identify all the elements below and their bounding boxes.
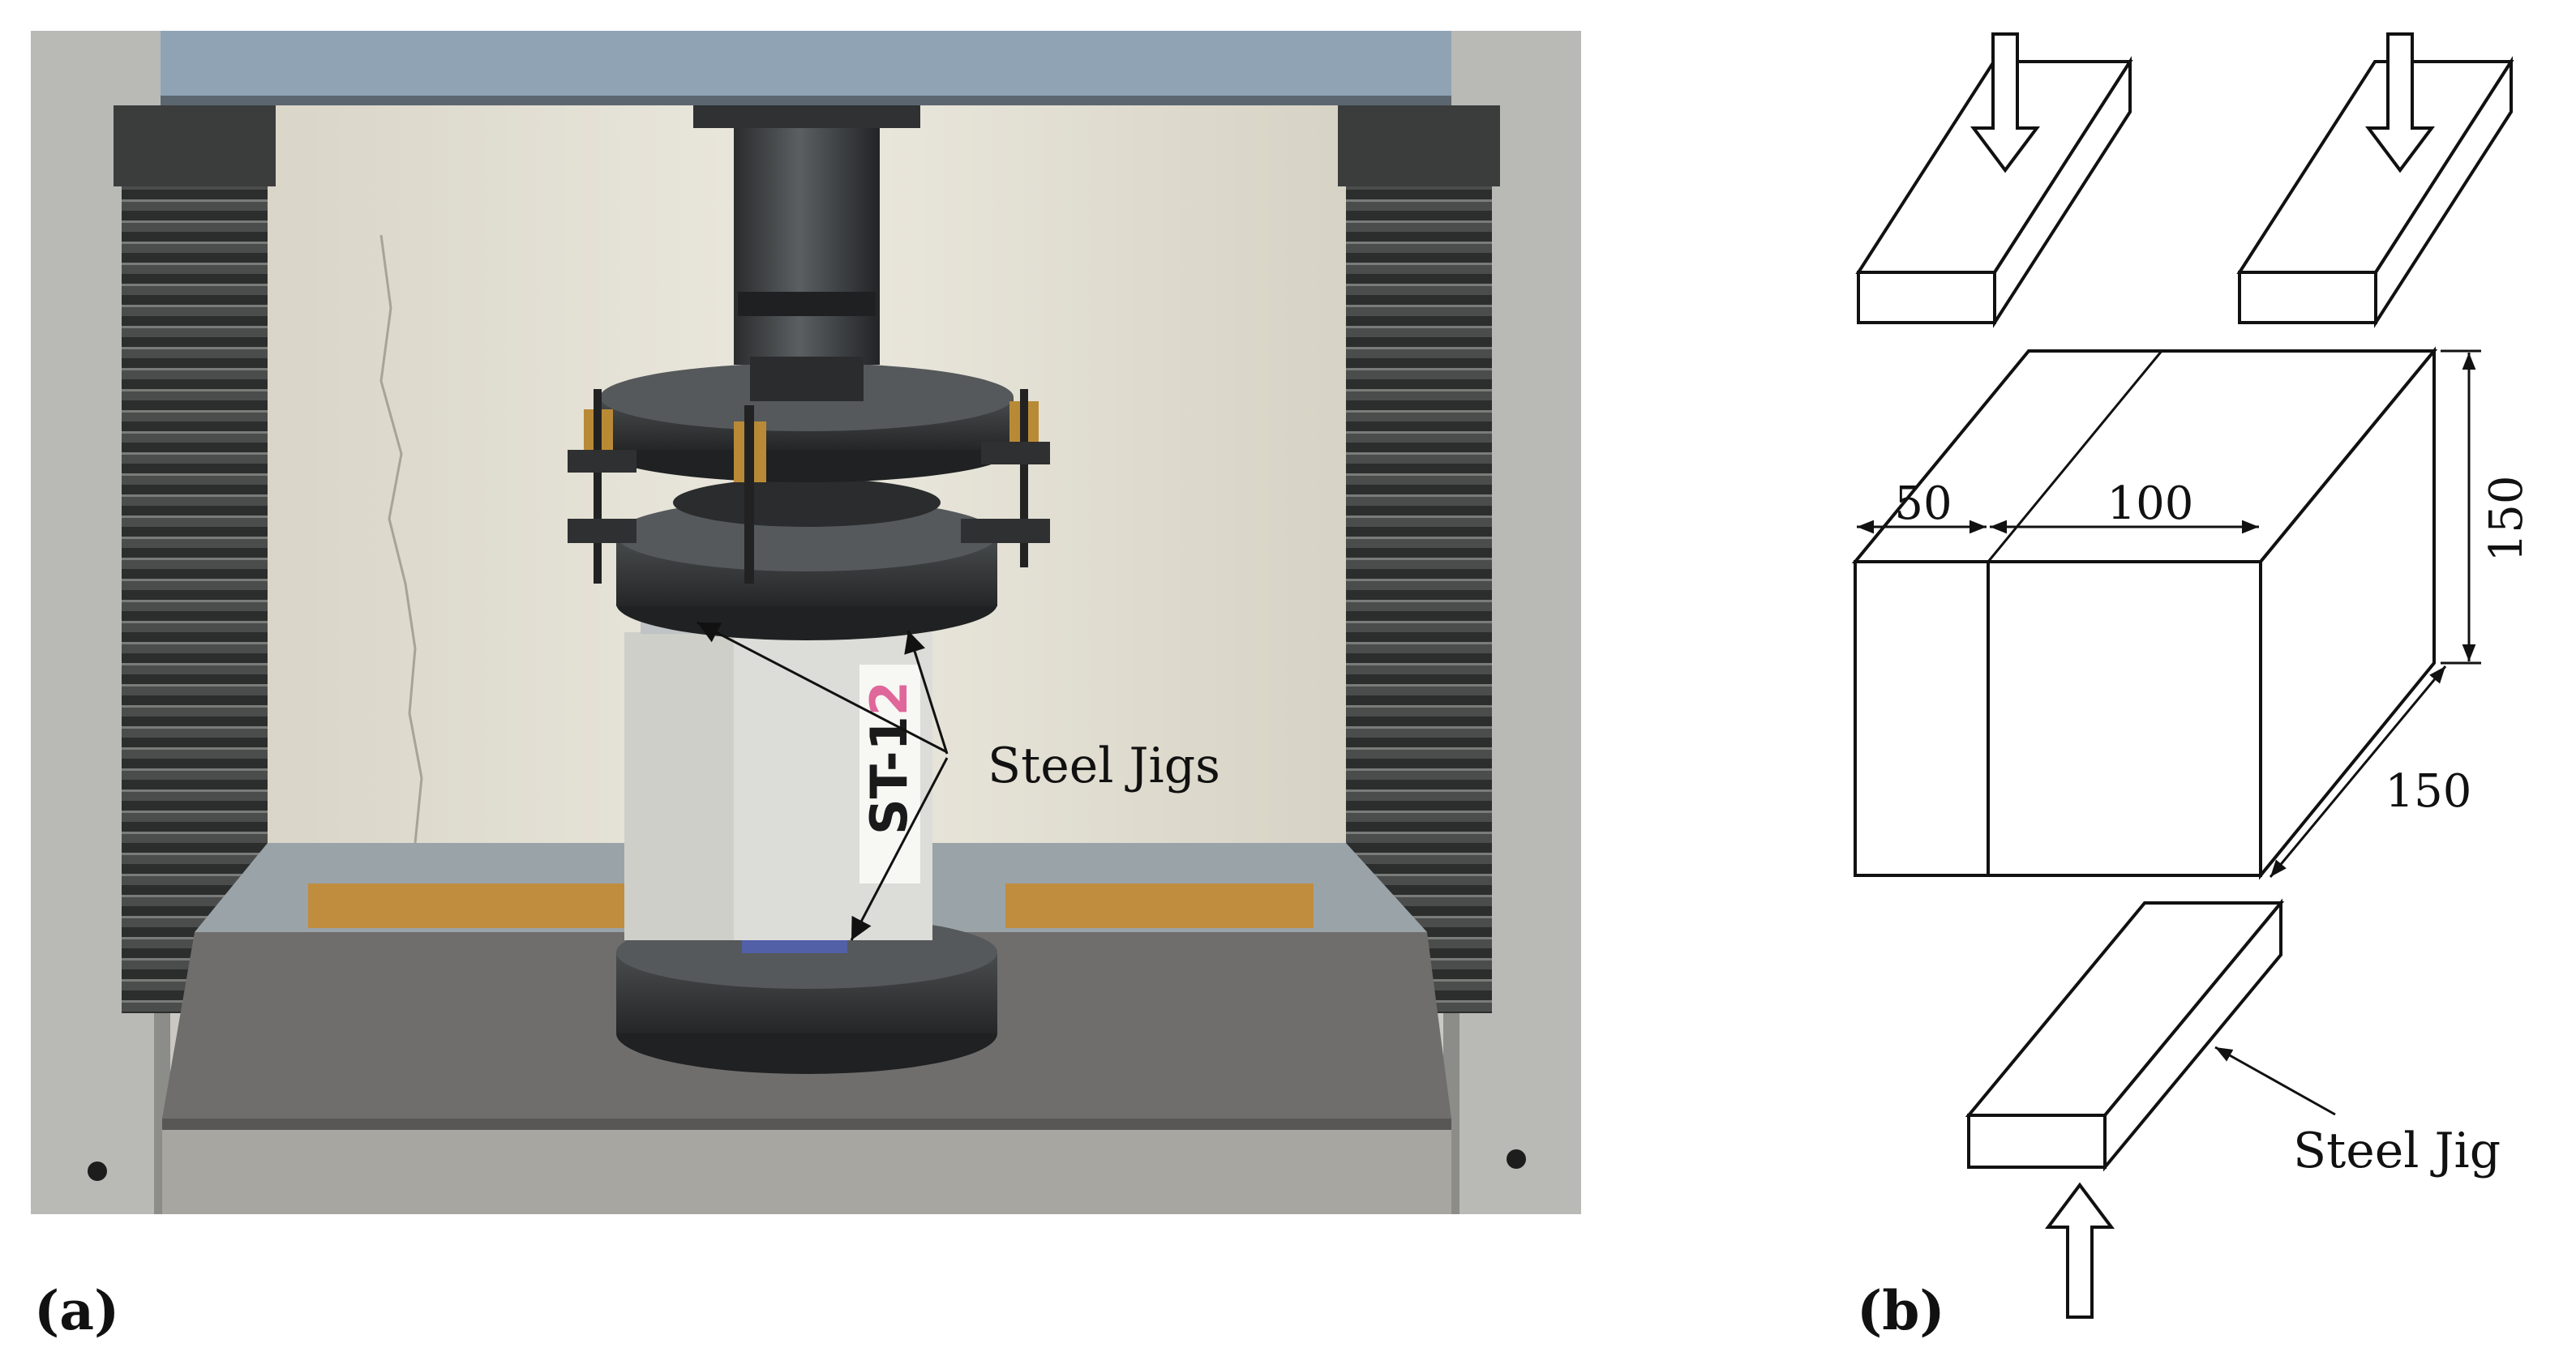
specimen-side-face: [624, 632, 734, 940]
bracket-right: [961, 519, 1050, 543]
ram-column: [734, 122, 880, 365]
dim-label-150-height: 150: [2480, 476, 2533, 563]
right-louver-top: [1338, 105, 1500, 186]
rod-center: [744, 405, 754, 584]
base-front-stain: [162, 1119, 1451, 1130]
left-bolt-hole: [88, 1162, 107, 1181]
right-bolt-hole: [1507, 1149, 1526, 1169]
base-front: [162, 1119, 1451, 1214]
dim-label-150-depth: 150: [2385, 765, 2472, 818]
tape-left: [308, 883, 649, 928]
wall-crack: [379, 234, 423, 844]
steel-jig-annotation: Steel Jig: [2293, 1123, 2501, 1179]
top-jig-right: [2236, 32, 2514, 328]
rod-left: [594, 389, 602, 584]
panel-a-label: (a): [34, 1279, 119, 1342]
arrow-to-upper-jig-left: [697, 621, 948, 754]
bracket-upper-left: [568, 450, 636, 473]
lower-steel-jig: [742, 939, 847, 953]
arrow-to-upper-jig-right: [904, 630, 949, 755]
panel-b-diagram: 50 100 150 150 Steel Jig: [1851, 32, 2533, 1319]
up-load-arrow: [2045, 1182, 2115, 1319]
panel-b-label: (b): [1857, 1279, 1945, 1342]
seat-plate: [673, 478, 941, 527]
dim-line-150-depth: [2269, 665, 2447, 878]
steel-jigs-annotation: Steel Jigs: [988, 738, 1220, 794]
cube-specimen: [1851, 346, 2438, 880]
tape-right: [1005, 883, 1314, 928]
specimen-label-paper: [859, 665, 920, 883]
down-load-arrow-left: [1970, 32, 2040, 173]
specimen-label: ST-12: [859, 681, 919, 835]
bracket-left: [568, 519, 636, 543]
ram-top-flange: [693, 105, 920, 128]
down-load-arrow-right: [2365, 32, 2435, 173]
arrow-to-lower-jig: [850, 757, 949, 941]
arrow-to-steel-jig: [2214, 1046, 2336, 1116]
top-beam-shadow: [31, 96, 1581, 105]
top-beam: [31, 31, 1581, 100]
dim-label-50: 50: [1894, 477, 1952, 530]
dim-label-100: 100: [2107, 477, 2194, 530]
panel-a-photo: ST-12 Steel Jigs: [31, 31, 1581, 1214]
left-louver-top: [114, 105, 276, 186]
top-jig-left: [1855, 32, 2133, 328]
ram-lower: [750, 357, 864, 401]
rod-right: [1020, 389, 1028, 567]
bracket-upper-right: [981, 442, 1050, 464]
ram-collar: [738, 292, 876, 316]
bottom-jig: [1965, 898, 2285, 1319]
